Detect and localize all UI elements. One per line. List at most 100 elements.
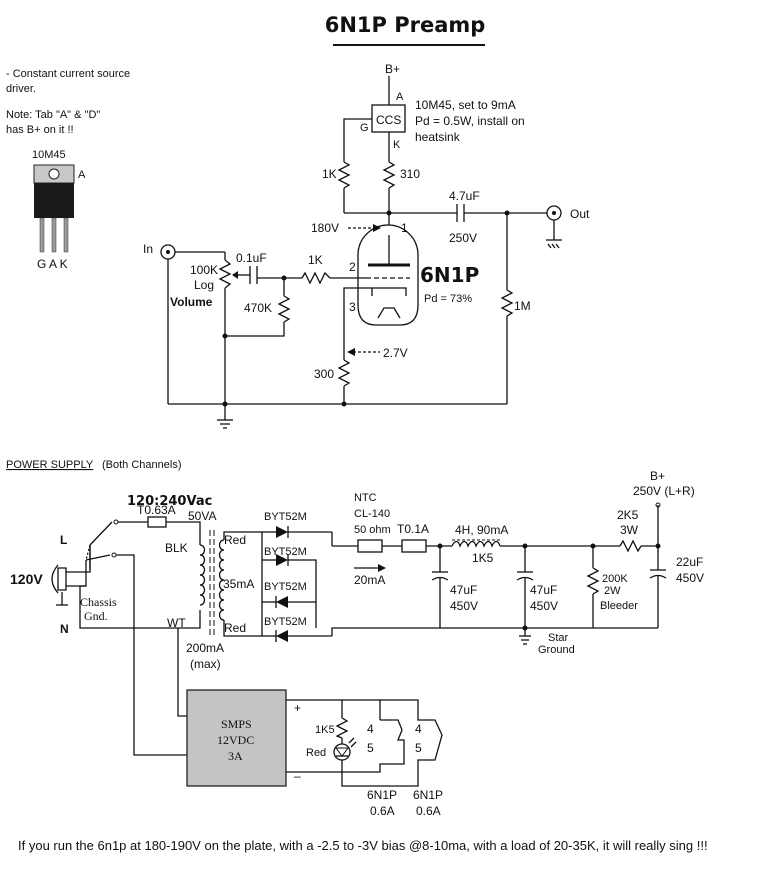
r470k-label: 470K: [244, 301, 272, 315]
grid-resistor-label: 1K: [308, 253, 323, 267]
led-color-label: Red: [306, 747, 326, 759]
tube2-pin5: 5: [415, 741, 422, 755]
fuse-label: T0.63A: [137, 503, 176, 517]
c2-value: 47uF: [530, 583, 557, 597]
psu-heading: POWER SUPPLY: [6, 459, 94, 471]
gate-resistor-label: 1K: [322, 167, 337, 181]
ma35-label: 35mA: [223, 577, 254, 591]
note-tab-2: has B+ on it !!: [6, 124, 74, 136]
tube-label: 6N1P: [420, 263, 479, 287]
output-cap-voltage: 250V: [449, 231, 477, 245]
regulator-part-label: 10M45: [32, 149, 66, 161]
tube2-pin4: 4: [415, 722, 422, 736]
diode-2-label: BYT52M: [264, 546, 307, 558]
bplus-label: B+: [385, 62, 400, 76]
bleeder-value: 200K: [602, 573, 628, 585]
plate-voltage-label: 180V: [311, 221, 339, 235]
ntc-label-1: NTC: [354, 492, 377, 504]
choke-resistance: 1K5: [472, 551, 494, 565]
ma200-label: 200mA: [186, 641, 224, 655]
tube2-label: 6N1P: [413, 788, 443, 802]
transformer-va: 50VA: [188, 509, 216, 523]
diode-4-label: BYT52M: [264, 616, 307, 628]
ccs-label: CCS: [376, 113, 401, 127]
ma20-label: 20mA: [354, 573, 385, 587]
wt-label: WT: [167, 616, 186, 630]
r300-label: 300: [314, 367, 334, 381]
footer-note: If you run the 6n1p at 180-190V on the p…: [18, 838, 708, 853]
ccs-note-3: heatsink: [415, 130, 461, 144]
r2k5-label: 2K5: [617, 508, 639, 522]
psu-bplus-label: B+: [650, 469, 665, 483]
pin-3-label: 3: [349, 300, 356, 314]
tube2-current: 0.6A: [416, 804, 441, 818]
smps-voltage: 12VDC: [217, 733, 254, 747]
to220-package-icon: [33, 164, 75, 253]
cathode-voltage-label: 2.7V: [383, 346, 408, 360]
note-tab-1: Note: Tab "A" & "D": [6, 109, 100, 121]
tab-a-label: A: [78, 169, 86, 181]
pin-labels: G A K: [37, 257, 68, 271]
c1-value: 47uF: [450, 583, 477, 597]
volume-label: Volume: [170, 295, 213, 309]
tube1-current: 0.6A: [370, 804, 395, 818]
choke-label: 4H, 90mA: [455, 523, 508, 537]
tube-dissipation: Pd = 73%: [424, 293, 472, 305]
ccs-pin-g: G: [360, 122, 369, 134]
red-bottom-label: Red: [224, 621, 246, 635]
pin-2-label: 2: [349, 260, 356, 274]
heater-wiring: [186, 689, 443, 787]
smps-plus: +: [294, 701, 301, 715]
note-ccs-1: - Constant current source: [6, 68, 130, 80]
diode-1-label: BYT52M: [264, 511, 307, 523]
neutral-label: N: [60, 622, 69, 636]
c3-value: 22uF: [676, 555, 703, 569]
pot-taper: Log: [194, 278, 214, 292]
ccs-note-1: 10M45, set to 9mA: [415, 98, 516, 112]
mains-voltage-label: 120V: [10, 571, 43, 587]
output-label: Out: [570, 207, 590, 221]
diode-3-label: BYT52M: [264, 581, 307, 593]
smps-current: 3A: [228, 749, 243, 763]
max-label: (max): [190, 657, 221, 671]
star-ground-2: Ground: [538, 644, 575, 656]
pin-1-label: 1: [401, 221, 408, 235]
input-label: In: [143, 242, 153, 256]
smps-minus: –: [294, 769, 301, 783]
pot-value: 100K: [190, 263, 218, 277]
transformer-voltage: 120:240Vac: [127, 494, 212, 509]
bleeder-wattage: 2W: [604, 585, 621, 597]
tube1-pin5: 5: [367, 741, 374, 755]
ntc-label-3: 50 ohm: [354, 524, 391, 536]
psu-bplus-voltage: 250V (L+R): [633, 484, 695, 498]
star-ground-1: Star: [548, 632, 569, 644]
c2-voltage: 450V: [530, 599, 558, 613]
input-cap-label: 0.1uF: [236, 251, 267, 265]
psu-wiring: [51, 502, 667, 756]
tube1-label: 6N1P: [367, 788, 397, 802]
c1-voltage: 450V: [450, 599, 478, 613]
r1m-label: 1M: [514, 299, 531, 313]
output-cap-label: 4.7uF: [449, 189, 480, 203]
page-title: 6N1P Preamp: [325, 13, 486, 37]
psu-heading-sub: (Both Channels): [102, 459, 182, 471]
note-ccs-2: driver.: [6, 83, 36, 95]
tube1-pin4: 4: [367, 722, 374, 736]
bleeder-label: Bleeder: [600, 600, 638, 612]
ccs-note-2: Pd = 0.5W, install on: [415, 114, 525, 128]
c3-voltage: 450V: [676, 571, 704, 585]
r3w-label: 3W: [620, 523, 639, 537]
blk-label: BLK: [165, 541, 188, 555]
ccs-pin-a: A: [396, 91, 404, 103]
r310-label: 310: [400, 167, 420, 181]
ntc-label-2: CL-140: [354, 508, 390, 520]
fuse-2-label: T0.1A: [397, 522, 429, 536]
chassis-gnd-2: Gnd.: [84, 609, 108, 623]
preamp-wiring: [160, 76, 562, 429]
ccs-pin-k: K: [393, 139, 401, 151]
led-resistor-label: 1K5: [315, 724, 335, 736]
red-top-label: Red: [224, 533, 246, 547]
chassis-gnd-1: Chassis: [80, 595, 117, 609]
